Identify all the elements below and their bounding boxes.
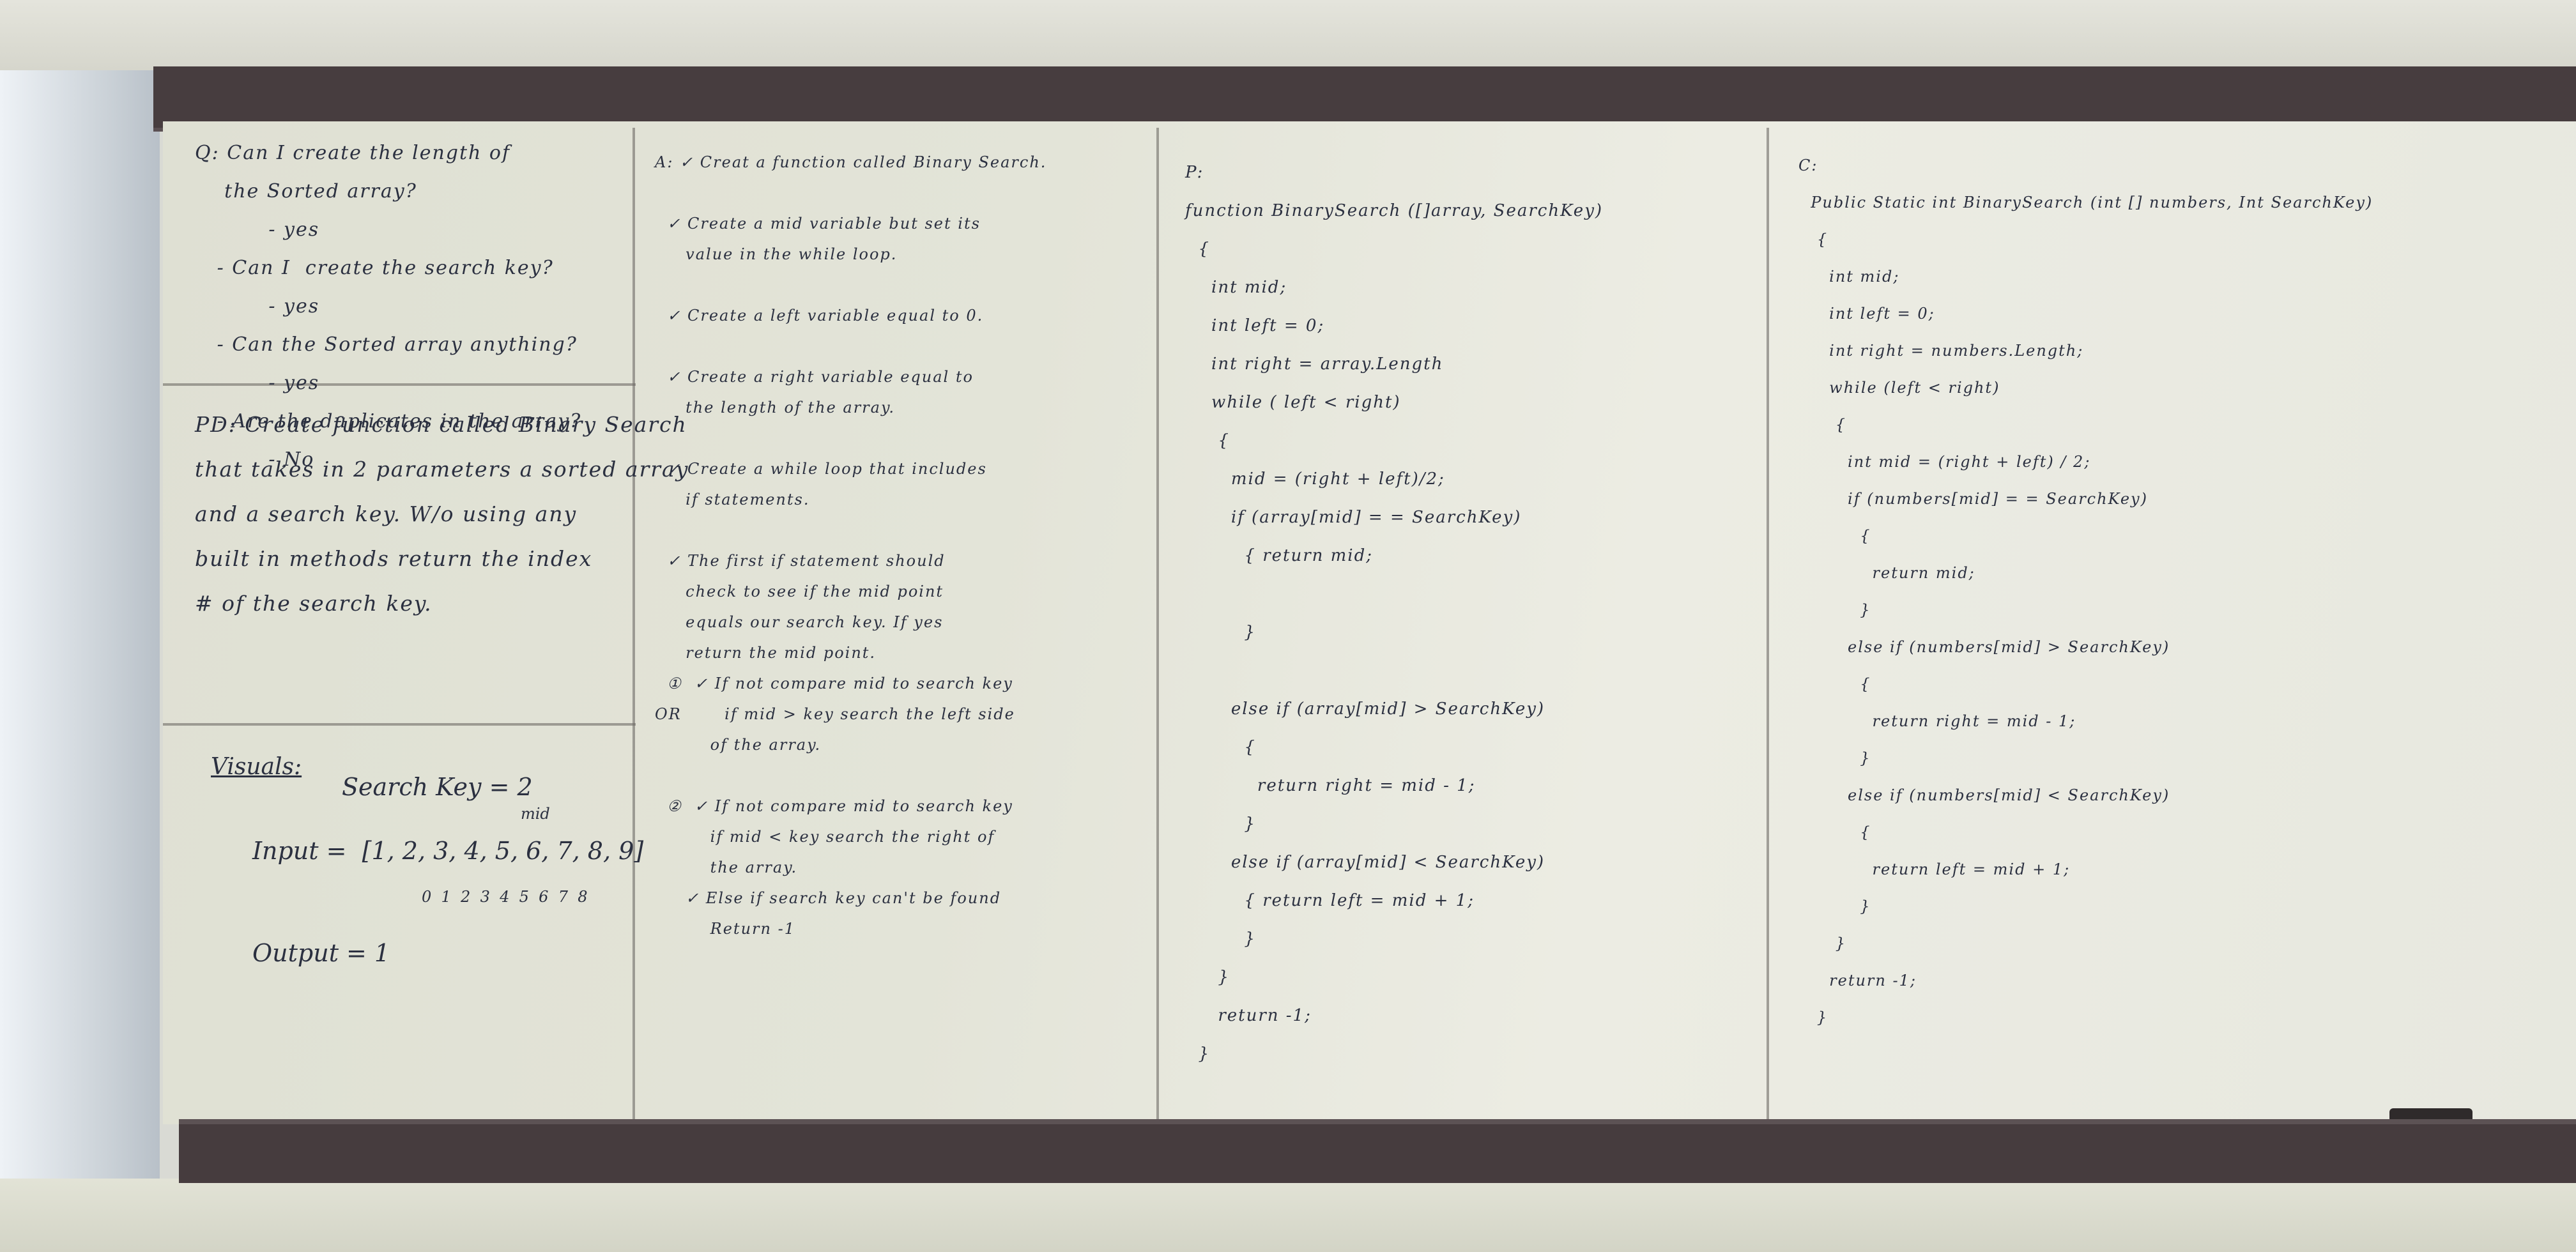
output-value: Output = 1 bbox=[252, 939, 390, 967]
questions-text: Q: Can I create the length of the Sorted… bbox=[195, 142, 582, 471]
visuals-title: Visuals: bbox=[211, 754, 302, 780]
eraser bbox=[2389, 1108, 2472, 1122]
algorithm-text: A: ✓ Creat a function called Binary Sear… bbox=[655, 153, 1047, 938]
pseudocode-text: P: function BinarySearch ([]array, Searc… bbox=[1185, 163, 1604, 1064]
whiteboard-bottom-rail bbox=[179, 1119, 2576, 1183]
wall-bottom bbox=[0, 1179, 2576, 1252]
array-indices: 0 1 2 3 4 5 6 7 8 bbox=[422, 888, 588, 906]
divider-pd-visuals bbox=[163, 723, 636, 726]
divider-q-pd bbox=[163, 383, 636, 386]
divider-1 bbox=[632, 128, 635, 1124]
wall-left bbox=[0, 0, 160, 1252]
divider-3 bbox=[1767, 128, 1769, 1124]
code-text: C: Public Static int BinarySearch (int [… bbox=[1798, 156, 2373, 1027]
divider-2 bbox=[1156, 128, 1159, 1124]
input-array: Input = [1, 2, 3, 4, 5, 6, 7, 8, 9] bbox=[252, 837, 644, 865]
whiteboard: Q: Can I create the length of the Sorted… bbox=[163, 121, 2576, 1124]
search-key-label: Search Key = 2 bbox=[342, 773, 533, 801]
problem-domain-text: PD: Create function called Binary Search… bbox=[195, 412, 689, 616]
mid-label: mid bbox=[521, 805, 550, 823]
wall-top bbox=[0, 0, 2576, 70]
